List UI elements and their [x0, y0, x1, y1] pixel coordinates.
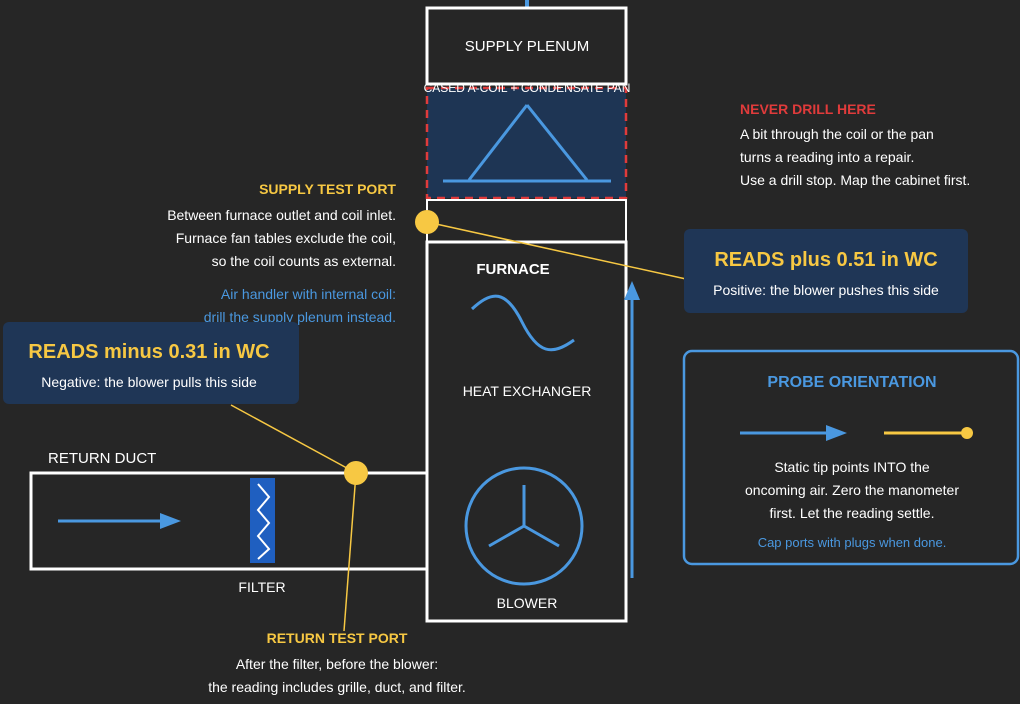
return-port-line: the reading includes grille, duct, and f…: [208, 679, 466, 695]
never-drill-title: NEVER DRILL HERE: [740, 101, 876, 117]
probe-note: Cap ports with plugs when done.: [758, 535, 947, 550]
supply-port-note-line: drill the supply plenum instead.: [204, 309, 396, 325]
supply-port-note-line: Air handler with internal coil:: [221, 286, 396, 302]
furnace-cabinet: [425, 240, 628, 623]
blower-label: BLOWER: [497, 595, 558, 611]
supply-plenum-box: [425, 6, 628, 86]
probe-title: PROBE ORIENTATION: [767, 374, 936, 391]
return-duct: [29, 471, 429, 571]
return-leader-line: [230, 404, 357, 474]
never-drill-line: A bit through the coil or the pan: [740, 126, 934, 142]
supply-reading-subtitle: Positive: the blower pushes this side: [713, 282, 939, 298]
heat-exchanger-label: HEAT EXCHANGER: [463, 383, 592, 399]
return-duct-label: RETURN DUCT: [48, 450, 156, 467]
supply-port-title: SUPPLY TEST PORT: [259, 181, 396, 197]
probe-line: Static tip points INTO the: [774, 459, 930, 475]
a-coil-icon: [443, 104, 611, 183]
never-drill-line: turns a reading into a repair.: [740, 149, 914, 165]
heat-exchanger-icon: [470, 294, 575, 352]
probe-line: first. Let the reading settle.: [770, 505, 935, 521]
probe-line: oncoming air. Zero the manometer: [745, 482, 959, 498]
return-reading-title: READS minus 0.31 in WC: [28, 341, 269, 363]
filter-icon: [250, 478, 275, 563]
supply-port-line: Between furnace outlet and coil inlet.: [167, 207, 396, 223]
supply-test-port-marker: [415, 210, 439, 234]
supply-reading-callout: [684, 229, 968, 313]
probe-icon: [884, 427, 973, 439]
supply-port-line: Furnace fan tables exclude the coil,: [176, 230, 396, 246]
blower-fan-icon: [464, 466, 584, 586]
return-port-leader-line: [343, 472, 357, 632]
upflow-arrow-icon: [624, 281, 640, 578]
return-port-line: After the filter, before the blower:: [236, 656, 438, 672]
return-reading-subtitle: Negative: the blower pulls this side: [41, 374, 257, 390]
supply-port-line: so the coil counts as external.: [212, 253, 396, 269]
coil-label: CASED A-COIL + CONDENSATE PAN: [424, 81, 631, 95]
furnace-label: FURNACE: [476, 261, 549, 278]
return-airflow-arrow-icon: [58, 513, 181, 529]
return-port-title: RETURN TEST PORT: [267, 630, 408, 646]
transition-box: [426, 199, 627, 243]
return-reading-callout: [3, 322, 299, 404]
return-test-port-marker: [344, 461, 368, 485]
filter-label: FILTER: [238, 579, 285, 595]
supply-plenum-label: SUPPLY PLENUM: [465, 38, 590, 55]
supply-reading-title: READS plus 0.51 in WC: [714, 249, 937, 271]
probe-orientation-panel: [682, 349, 1020, 566]
never-drill-line: Use a drill stop. Map the cabinet first.: [740, 172, 970, 188]
airflow-arrow-icon: [740, 425, 847, 441]
supply-leader-line: [426, 221, 687, 280]
